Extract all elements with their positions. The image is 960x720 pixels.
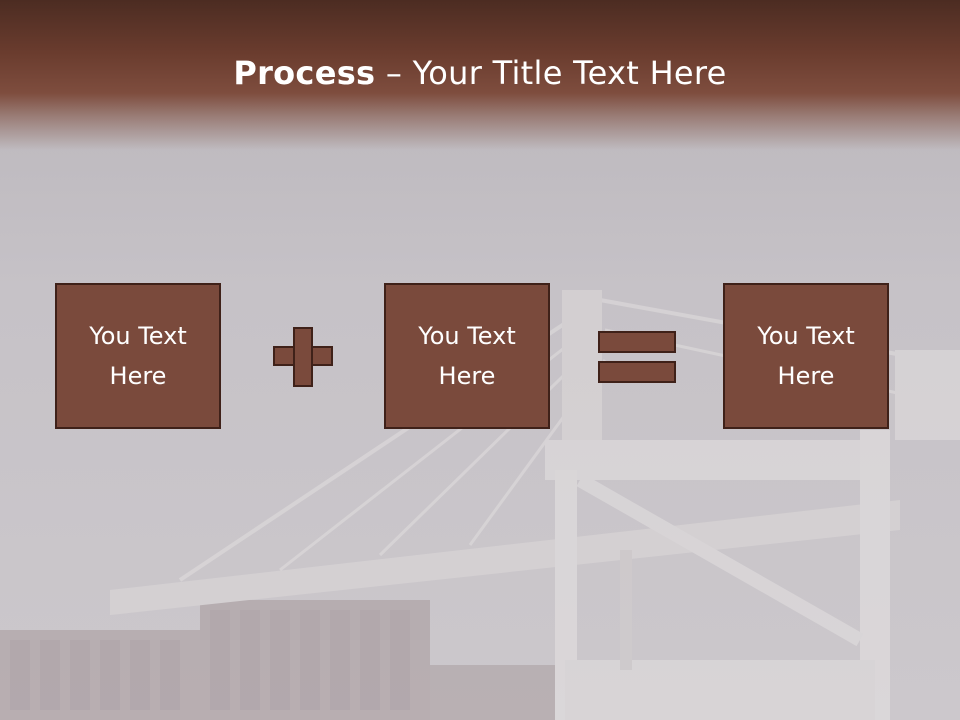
title-rest: – Your Title Text Here	[375, 54, 727, 92]
process-box-3-text: You Text Here	[757, 322, 855, 390]
process-box-3[interactable]: You Text Here	[723, 283, 889, 429]
process-box-1-text: You Text Here	[89, 322, 187, 390]
process-box-2-text: You Text Here	[418, 322, 516, 390]
title-bar	[0, 0, 960, 150]
process-box-2[interactable]: You Text Here	[384, 283, 550, 429]
slide-title: Process – Your Title Text Here	[0, 54, 960, 92]
process-box-1[interactable]: You Text Here	[55, 283, 221, 429]
title-bold: Process	[233, 54, 376, 92]
